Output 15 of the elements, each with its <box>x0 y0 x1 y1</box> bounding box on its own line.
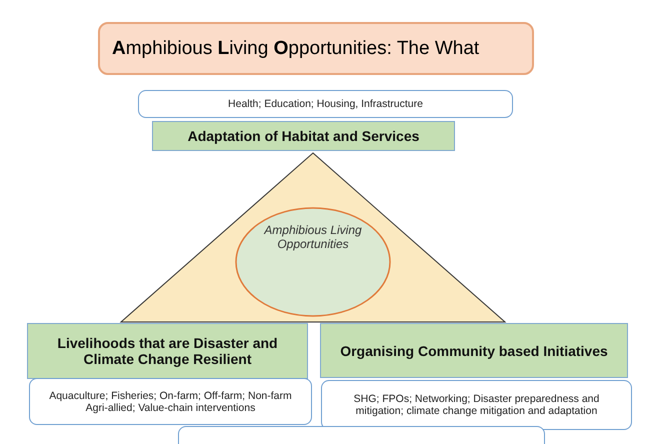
text-box <box>321 380 632 430</box>
title-text: Amphibious Living Opportunities: The What <box>112 38 480 60</box>
text-box <box>29 378 312 425</box>
box-text: SHG; FPOs; Networking; Disaster preparedness and mitigation; climate change mitigation and adaptation <box>352 393 600 417</box>
heading-box <box>320 323 628 378</box>
text-box <box>138 90 513 118</box>
box-text: Health; Education; Housing, Infrastructure <box>228 98 423 110</box>
title-box <box>98 22 534 75</box>
box-text: Aquaculture; Fisheries; On-farm; Off-farm; Non-farm Agri-allied; Value-chain interventions <box>48 390 293 414</box>
heading-text: Organising Community based Initiatives <box>340 342 608 358</box>
heading-box <box>152 121 455 151</box>
ellipse-text: Amphibious Living Opportunities <box>262 223 363 251</box>
heading-box <box>27 323 308 379</box>
heading-text: Livelihoods that are Disaster and Climate Change Resilient <box>56 335 279 367</box>
heading-text: Adaptation of Habitat and Services <box>188 128 420 144</box>
